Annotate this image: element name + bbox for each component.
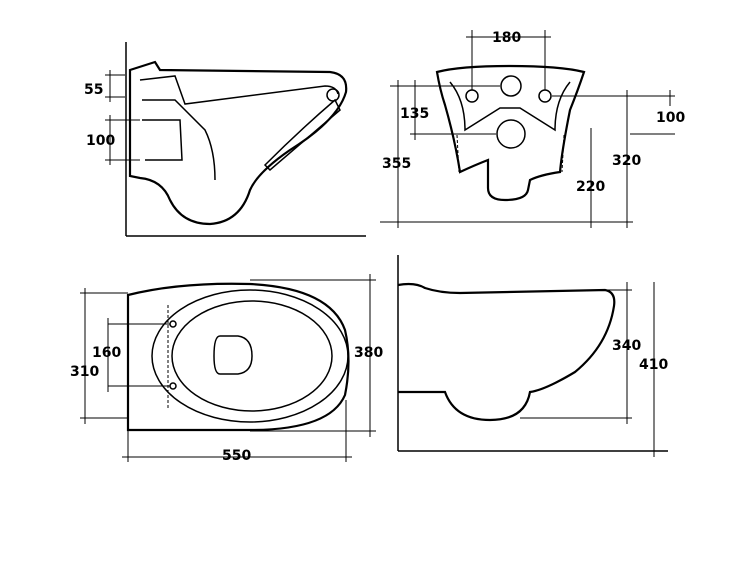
drain-opening: [213, 335, 253, 375]
dim-380: 380: [250, 274, 383, 437]
bolt-hole-right: [538, 89, 552, 103]
dim-550: 550: [122, 400, 352, 464]
dim-310: 310: [70, 288, 128, 424]
mount-block: [142, 119, 183, 161]
dim-320: 320: [612, 90, 641, 228]
bolt-hole-left: [465, 89, 479, 103]
plan-view: 160 310 380 550: [70, 274, 383, 464]
flush-inlet: [326, 88, 340, 102]
toilet-front-outline: [435, 64, 586, 202]
front-elevation: 180 135 100 355 320 220: [380, 30, 685, 228]
toilet-side-outline-2: [397, 282, 616, 422]
front-inner: [449, 81, 571, 132]
side-elevation-top: 55 100: [84, 42, 366, 237]
flush-channel: [263, 98, 341, 172]
dim-410: 410: [639, 282, 668, 457]
toilet-plan-outline: [126, 282, 350, 432]
rim-outer: [151, 289, 349, 423]
inlet-hole: [500, 75, 522, 97]
dim-340: 340: [520, 282, 641, 424]
toilet-side-outline: [128, 60, 348, 226]
rim-inner: [139, 75, 339, 105]
dim-135: 135: [390, 80, 500, 140]
dim-label: 100: [86, 133, 115, 149]
inner-trap: [142, 99, 216, 181]
dim-label: 160: [92, 345, 121, 361]
dim-355: 355: [380, 80, 633, 228]
bowl-inner: [171, 300, 333, 412]
dim-label: 100: [656, 110, 685, 126]
outlet-hole: [496, 119, 526, 149]
dim-label: 340: [612, 338, 641, 354]
dim-label: 55: [84, 82, 103, 98]
bolt-hole-lower: [169, 382, 177, 390]
dim-label: 380: [354, 345, 383, 361]
dim-label: 220: [576, 179, 605, 195]
dim-100-front: 100: [552, 90, 685, 135]
dim-label: 180: [492, 30, 521, 46]
dim-55: 55: [84, 70, 125, 102]
dim-100-side: 100: [86, 115, 140, 165]
dim-label: 410: [639, 357, 668, 373]
dim-label: 135: [400, 106, 429, 122]
dim-160: 160: [92, 318, 170, 392]
dim-label: 550: [222, 448, 251, 464]
side-elevation-bottom: 340 410: [397, 255, 668, 457]
dim-label: 310: [70, 364, 99, 380]
dim-220: 220: [576, 128, 605, 228]
dim-label: 320: [612, 153, 641, 169]
bolt-hole-upper: [169, 320, 177, 328]
dim-label: 355: [382, 156, 411, 172]
dim-180: 180: [466, 30, 551, 90]
